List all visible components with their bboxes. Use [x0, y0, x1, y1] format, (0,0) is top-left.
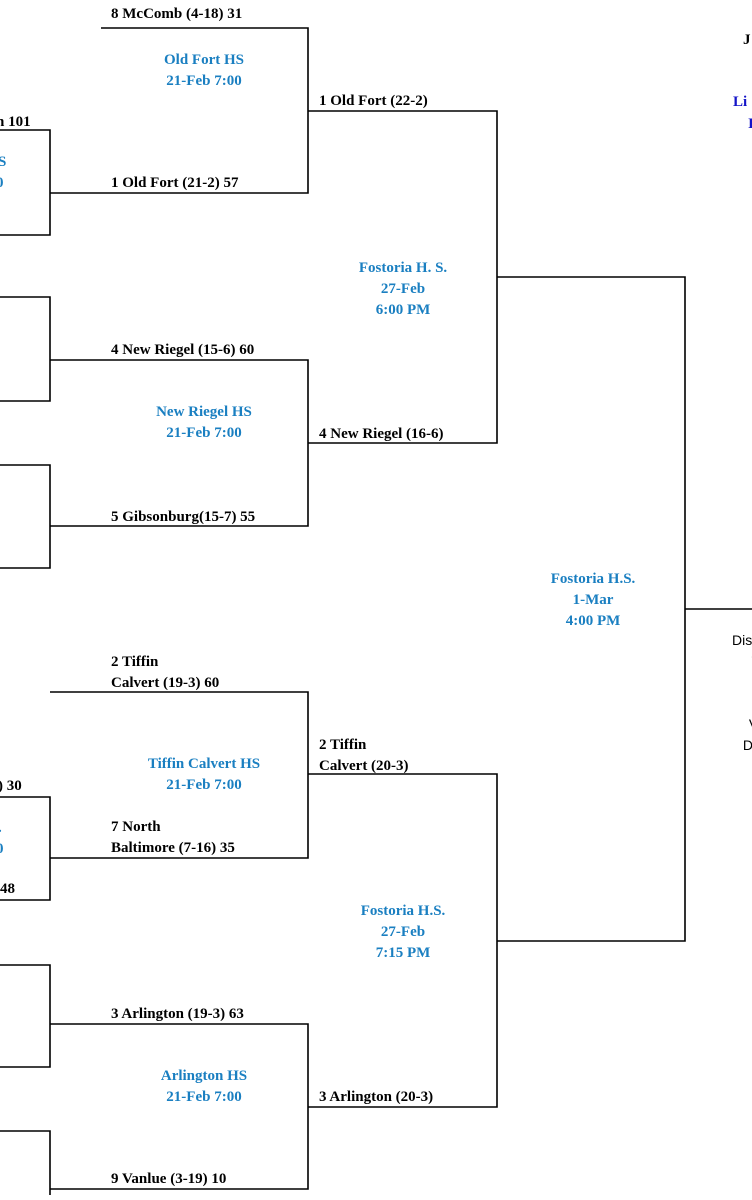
round1-team: 1 Old Fort (21-2) 57 — [111, 175, 239, 191]
round2-team: 2 Tiffin Calvert (20-3) — [319, 735, 409, 777]
left-venue-fragment: 0 — [0, 839, 4, 860]
round1-venue: New Riegel HS 21-Feb 7:00 — [124, 402, 284, 444]
venue-time: 7:15 PM — [375, 945, 431, 961]
venue-site: Old Fort HS — [163, 52, 244, 68]
right-line: 4- — [700, 756, 752, 777]
team-line: 2 Tiffin — [111, 654, 159, 670]
right-line: I — [700, 672, 752, 693]
venue-date: 1-Mar — [572, 592, 614, 608]
final-bracket — [497, 276, 752, 942]
round1-team: 7 North Baltimore (7-16) 35 — [111, 817, 235, 859]
round2-team: 1 Old Fort (22-2) — [319, 93, 428, 109]
left-score-30: ) 30 — [0, 778, 22, 794]
venue-time: 21-Feb 7:00 — [166, 1089, 242, 1105]
left-venue-fragment: . — [0, 818, 2, 839]
team-line: Baltimore (7-16) 35 — [111, 840, 235, 856]
round2-venue: Fostoria H. S. 27-Feb 6:00 PM — [318, 258, 488, 321]
round1-team: 9 Vanlue (3-19) 10 — [111, 1171, 227, 1187]
right-fragment-j: J — [743, 32, 751, 48]
left-venue-fragment: 0 — [0, 173, 4, 194]
venue-time: 6:00 PM — [375, 302, 431, 318]
team-line: Calvert (19-3) 60 — [111, 675, 220, 691]
venue-time: 21-Feb 7:00 — [166, 425, 242, 441]
venue-site: Fostoria H.S. — [550, 571, 636, 587]
right-line: To — [700, 651, 752, 672]
right-fragment-i: I — [748, 116, 752, 132]
venue-time: 4:00 PM — [565, 613, 621, 629]
final-venue: Fostoria H.S. 1-Mar 4:00 PM — [508, 569, 678, 632]
round1-team: 4 New Riegel (15-6) 60 — [111, 342, 255, 358]
round1-venue: Old Fort HS 21-Feb 7:00 — [124, 50, 284, 92]
round2-team: 4 New Riegel (16-6) — [319, 426, 444, 442]
round2-team: 3 Arlington (20-3) — [319, 1089, 434, 1105]
right-line: Dis — [742, 737, 752, 753]
venue-site: Fostoria H. S. — [358, 260, 448, 276]
right-district-text: Distri To I Vs Dis 4- — [700, 630, 752, 777]
venue-time: 21-Feb 7:00 — [166, 777, 242, 793]
round1-team: 3 Arlington (19-3) 63 — [111, 1006, 244, 1022]
left-edge-brackets — [0, 129, 51, 1195]
round1-venue: Arlington HS 21-Feb 7:00 — [124, 1066, 284, 1108]
round1-team: 2 Tiffin Calvert (19-3) 60 — [111, 652, 219, 694]
venue-site: Fostoria H.S. — [360, 903, 446, 919]
right-line — [700, 693, 752, 714]
venue-site: Tiffin Calvert HS — [147, 756, 261, 772]
venue-date: 27-Feb — [380, 281, 426, 297]
round1-venue: Tiffin Calvert HS 21-Feb 7:00 — [124, 754, 284, 796]
venue-site: Arlington HS — [160, 1068, 248, 1084]
round2-venue: Fostoria H.S. 27-Feb 7:15 PM — [318, 901, 488, 964]
round1-team: 5 Gibsonburg(15-7) 55 — [111, 509, 256, 525]
left-score-48: 48 — [0, 881, 15, 897]
team-line: 7 North — [111, 819, 161, 835]
right-line: Vs — [700, 714, 752, 735]
right-line: Distri — [732, 632, 752, 648]
venue-time: 21-Feb 7:00 — [166, 73, 242, 89]
venue-site: New Riegel HS — [156, 404, 252, 420]
team-line: 2 Tiffin — [319, 737, 367, 753]
round1-team: 8 McComb (4-18) 31 — [111, 6, 243, 22]
left-score-101: n 101 — [0, 114, 31, 130]
team-line: Calvert (20-3) — [319, 758, 409, 774]
left-venue-fragment: S — [0, 154, 7, 170]
right-fragment-li: Li — [733, 94, 748, 110]
venue-date: 27-Feb — [380, 924, 426, 940]
